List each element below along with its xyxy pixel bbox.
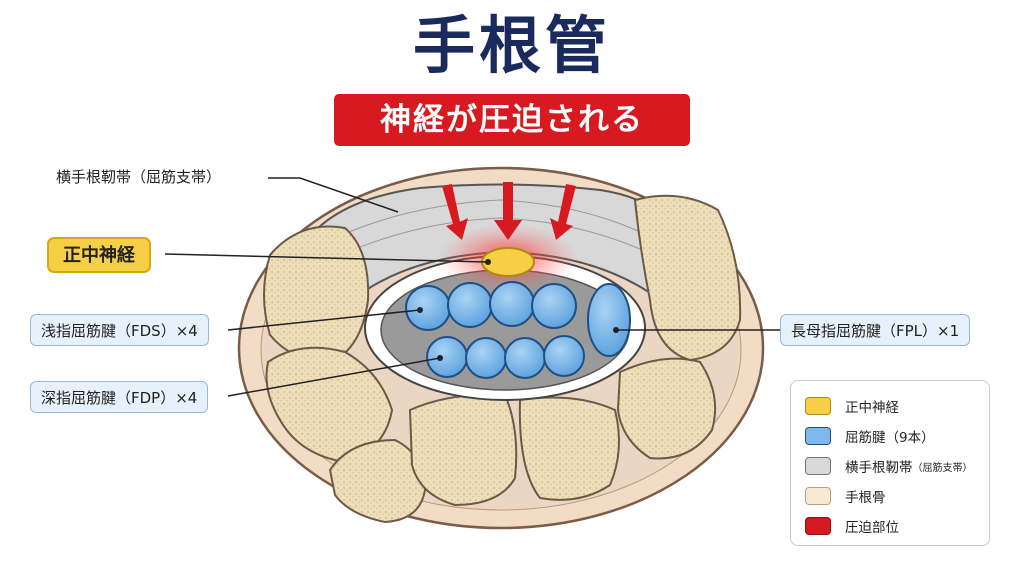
legend-swatch-bone <box>805 487 831 505</box>
carpal-bone <box>518 396 620 501</box>
carpal-bones <box>263 194 742 524</box>
legend-swatch-tendon <box>805 427 831 445</box>
fdp-tendon <box>504 337 546 379</box>
leader-line <box>227 309 421 331</box>
flexor-tendons <box>405 281 631 379</box>
fds-tendon <box>531 283 577 329</box>
legend: 正中神経 屈筋腱（9本） 横手根靭帯 （屈筋支帯） 手根骨 圧迫部位 <box>790 380 990 546</box>
legend-label: 横手根靭帯 <box>845 460 913 476</box>
leader-line <box>268 177 399 213</box>
pressure-arrow <box>442 184 468 240</box>
legend-item: 圧迫部位 <box>805 511 989 541</box>
fds-tendon <box>489 281 535 327</box>
legend-item: 屈筋腱（9本） <box>805 421 989 451</box>
legend-note: （屈筋支帯） <box>912 462 973 474</box>
legend-label: 手根骨 <box>845 490 886 506</box>
label-transverse-ligament: 横手根靭帯（屈筋支帯） <box>56 168 222 186</box>
legend-item: 横手根靭帯 （屈筋支帯） <box>805 451 989 481</box>
pressure-arrow <box>550 184 576 240</box>
fdp-tendon <box>543 335 585 377</box>
label-fdp: 深指屈筋腱（FDP）×4 <box>30 381 209 413</box>
legend-item: 正中神経 <box>805 391 989 421</box>
carpal-bone <box>328 438 427 524</box>
label-fpl: 長母指屈筋腱（FPL）×1 <box>780 314 971 346</box>
leader-line <box>227 357 441 397</box>
fds-tendon <box>447 282 493 328</box>
legend-swatch-nerve <box>805 397 831 415</box>
carpal-bone <box>408 393 518 507</box>
pressure-arrows <box>442 182 576 240</box>
legend-label: 正中神経 <box>845 400 899 416</box>
label-fds: 浅指屈筋腱（FDS）×4 <box>30 314 209 346</box>
pressure-arrow <box>494 182 522 240</box>
fds-tendon <box>405 285 451 331</box>
carpal-bone <box>633 194 742 362</box>
subtitle-banner: 神経が圧迫される <box>334 94 690 146</box>
fdp-tendon <box>426 336 468 378</box>
page-title: 手根管 <box>412 9 611 82</box>
fpl-tendon <box>587 283 631 357</box>
legend-label: 圧迫部位 <box>845 520 899 536</box>
carpal-bone <box>616 357 717 460</box>
legend-item: 手根骨 <box>805 481 989 511</box>
fdp-tendon <box>465 337 507 379</box>
legend-swatch-ligament <box>805 457 831 475</box>
legend-label: 屈筋腱（9本） <box>845 430 935 446</box>
carpal-bone <box>263 225 370 362</box>
label-median-nerve: 正中神経 <box>47 237 151 273</box>
leader-line <box>164 253 489 263</box>
legend-swatch-compression <box>805 517 831 535</box>
